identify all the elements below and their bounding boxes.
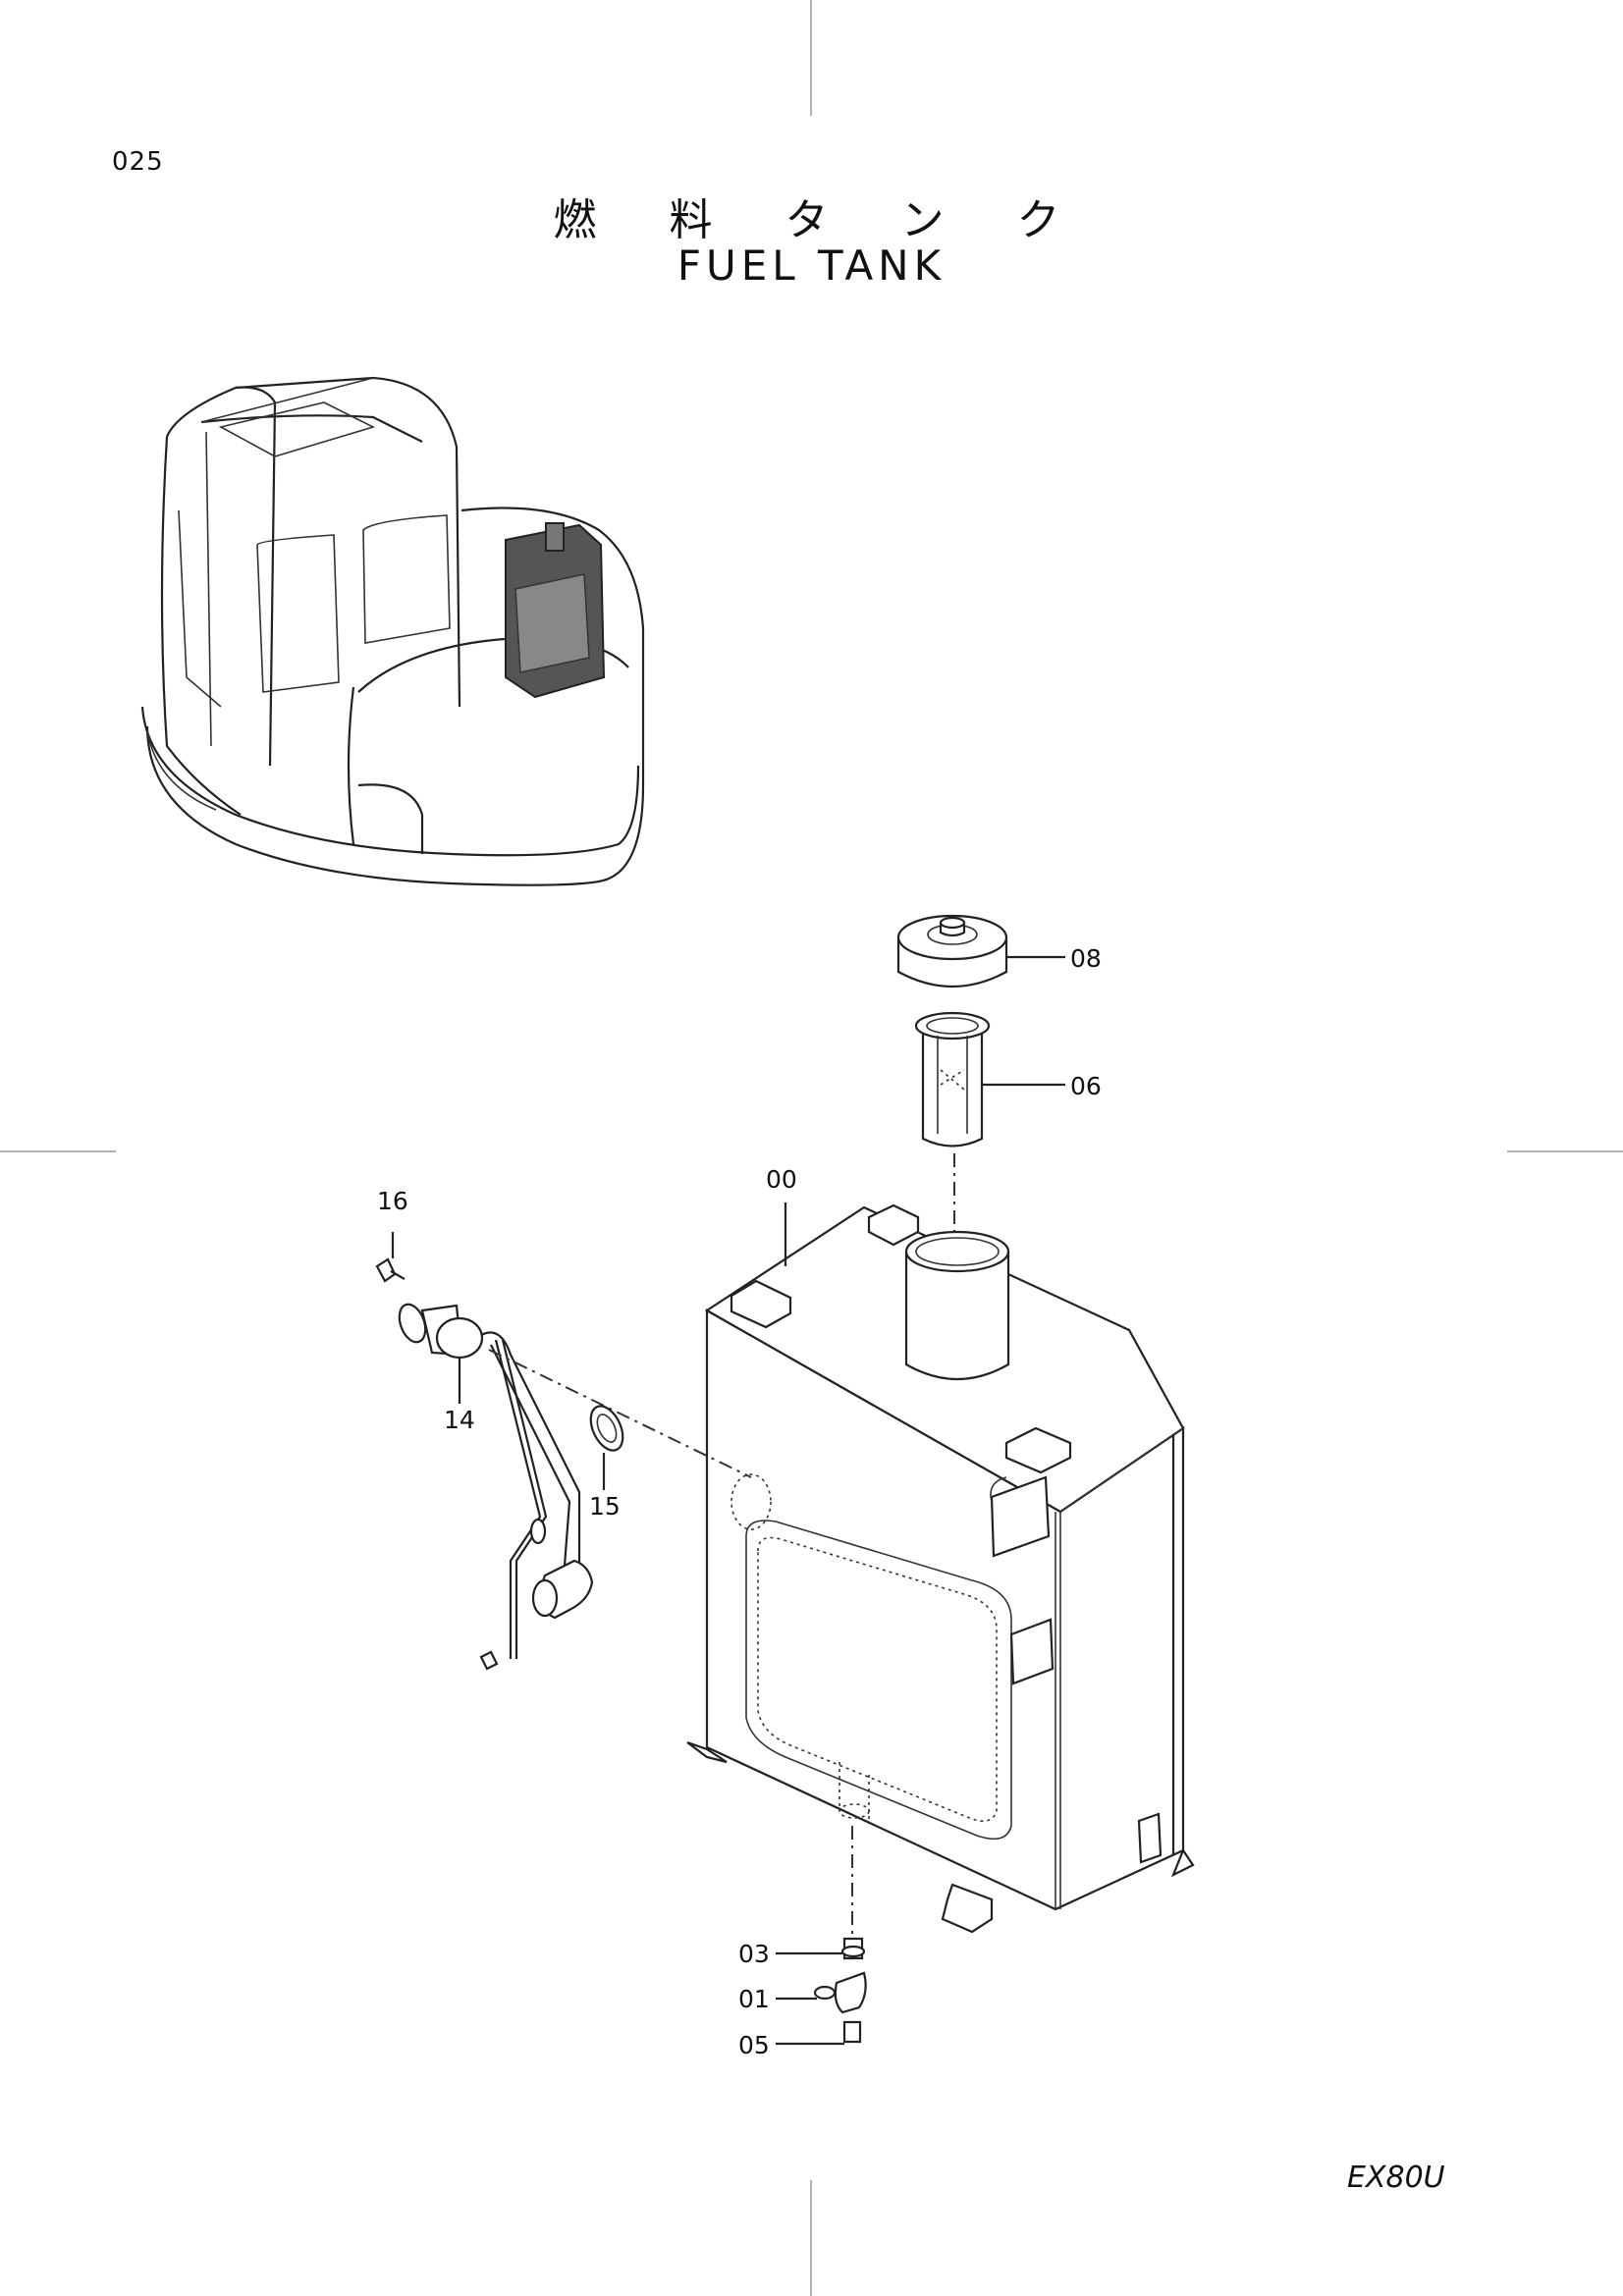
fuel-tank-body: [686, 1203, 1195, 1934]
callout-06: 06: [1070, 1072, 1102, 1100]
drain-fitting-parts: [813, 1937, 867, 2044]
callout-00: 00: [766, 1165, 797, 1194]
page-number: 025: [112, 147, 164, 177]
callout-16: 16: [377, 1187, 408, 1215]
callout-01: 01: [738, 1985, 770, 2013]
title-japanese: 燃 料 タ ン ク: [553, 195, 1090, 245]
callout-03: 03: [738, 1940, 770, 1968]
gasket-part: [589, 1405, 624, 1452]
strainer-part: [914, 1011, 991, 1148]
callout-08: 08: [1070, 944, 1102, 973]
callout-05: 05: [738, 2031, 770, 2059]
title-english: FUEL TANK: [676, 241, 947, 290]
fuel-cap-part: [896, 914, 1008, 988]
callout-14: 14: [444, 1406, 475, 1434]
bolt-part: [375, 1257, 406, 1283]
callout-15: 15: [589, 1492, 621, 1521]
model-label: EX80U: [1347, 2161, 1445, 2195]
excavator-overview-illustration: [140, 376, 645, 886]
fuel-level-sender-part: [398, 1303, 594, 1671]
